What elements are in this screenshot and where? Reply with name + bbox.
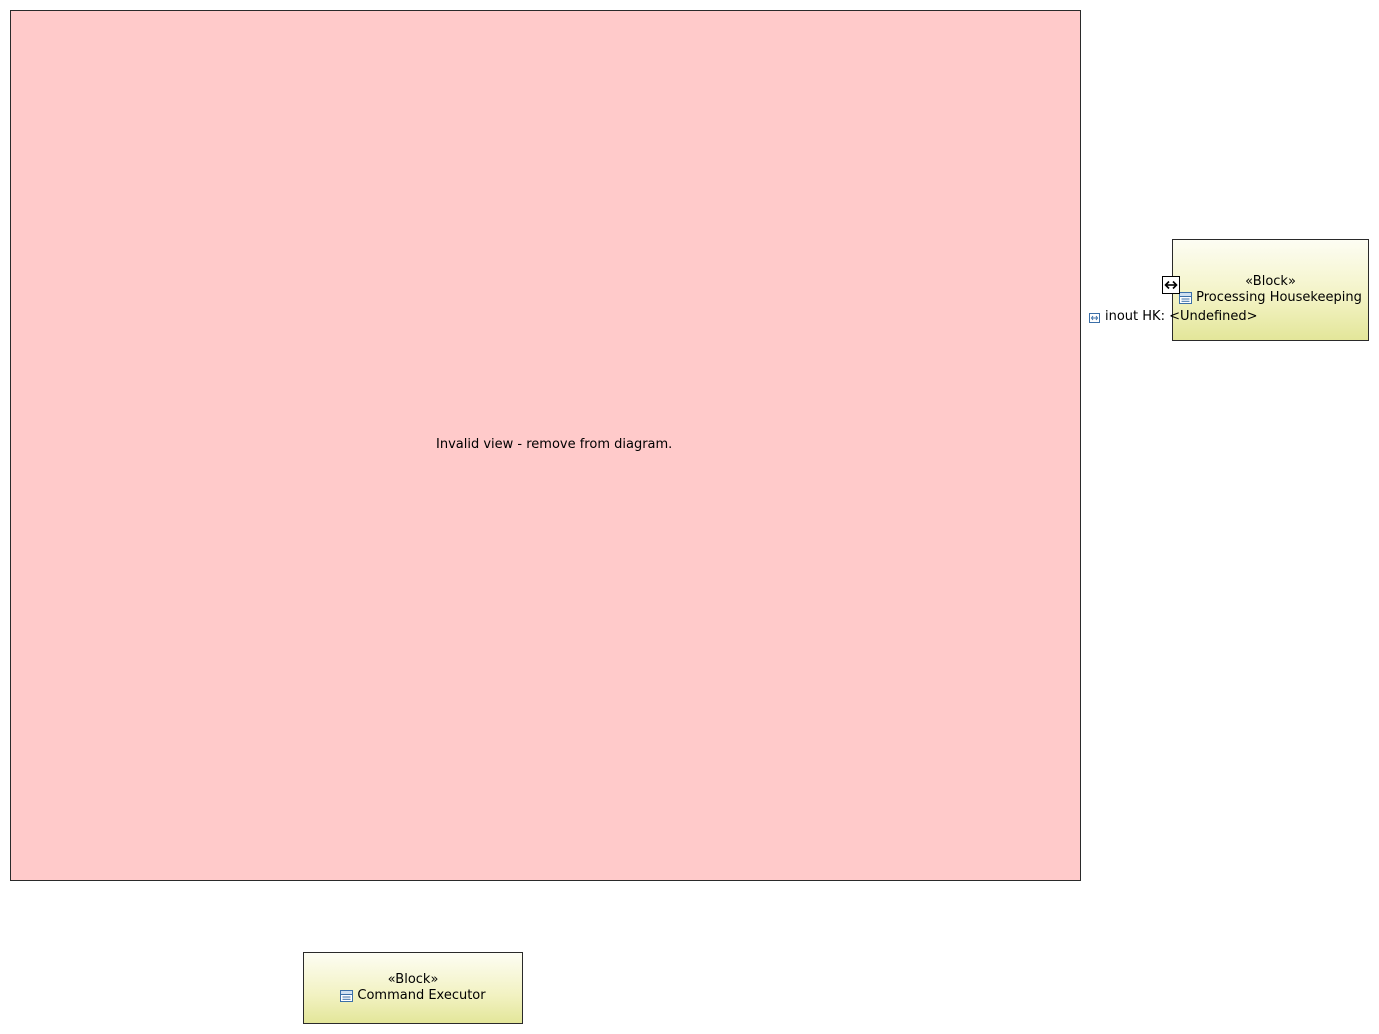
block-name: Command Executor [357, 988, 486, 1003]
block-stereotype: «Block» [387, 972, 439, 987]
invalid-view-frame[interactable]: Invalid view - remove from diagram. [10, 10, 1081, 881]
port-hk[interactable] [1162, 276, 1180, 294]
bidirectional-port-icon [1164, 280, 1178, 290]
invalid-view-message: Invalid view - remove from diagram. [436, 437, 673, 452]
block-icon [340, 990, 354, 1002]
block-icon [1179, 292, 1193, 304]
port-icon [1089, 312, 1100, 323]
block-command-executor[interactable]: «Block» Command Executor [303, 952, 523, 1024]
block-name: Processing Housekeeping [1196, 290, 1362, 305]
port-label-text: inout HK: <Undefined> [1105, 309, 1258, 324]
port-label[interactable]: inout HK: <Undefined> [1089, 309, 1258, 324]
block-stereotype: «Block» [1245, 274, 1296, 289]
block-processing-housekeeping[interactable]: «Block» Processing Housekeeping [1172, 239, 1369, 341]
